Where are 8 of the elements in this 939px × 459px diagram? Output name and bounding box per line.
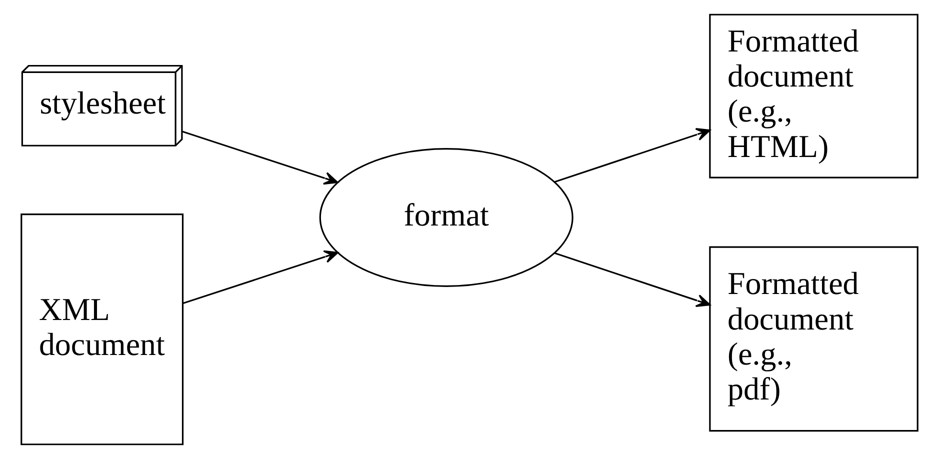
arrow: [554, 128, 711, 183]
node-box: Formatted document (e.g., HTML): [709, 14, 918, 178]
node-box: XML document: [20, 214, 184, 446]
node-ellipse: format: [319, 148, 574, 288]
arrow: [182, 130, 338, 185]
node-box: Formatted document (e.g., pdf): [709, 246, 918, 432]
arrow: [554, 252, 711, 307]
arrow: [182, 250, 338, 304]
